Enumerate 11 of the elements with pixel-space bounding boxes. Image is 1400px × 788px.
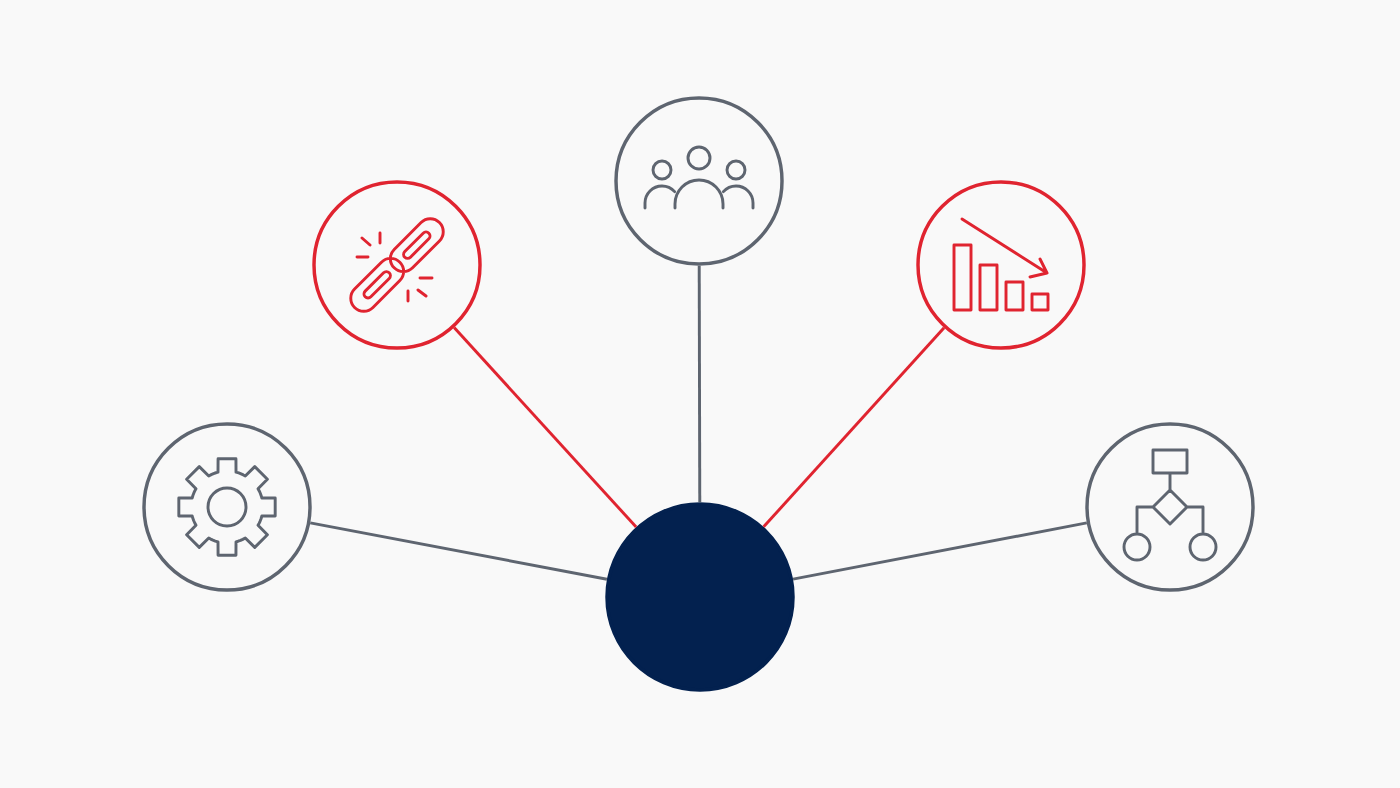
icon-circle	[1085, 422, 1255, 592]
icon-circle	[916, 180, 1086, 350]
filled-circle	[605, 502, 795, 692]
icon-circle	[614, 96, 784, 266]
icon-circle	[142, 422, 312, 592]
icon-circle	[312, 180, 482, 350]
connector-line	[697, 265, 702, 503]
connector-line	[309, 521, 608, 581]
connector-line	[792, 521, 1088, 581]
connector-line	[453, 326, 638, 528]
connector-line	[762, 326, 946, 528]
